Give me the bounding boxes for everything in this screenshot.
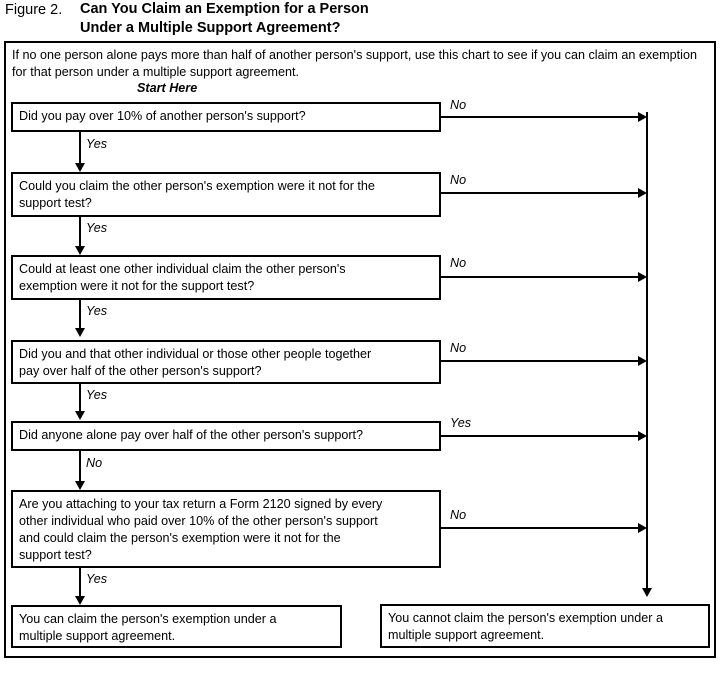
connector-q3-down [79,300,81,331]
question-box-3-text: Could at least one other individual clai… [19,262,346,293]
question-box-5-text: Did anyone alone pay over half of the ot… [19,428,364,442]
arrowhead-q2-right [638,188,647,198]
figure-title: Can You Claim an Exemption for a Person … [80,1,369,36]
question-box-6[interactable]: Are you attaching to your tax return a F… [11,490,441,568]
edge-label-q4-right: No [450,341,467,355]
connector-q1-down [79,132,81,166]
edge-label-q6-down: Yes [86,572,108,586]
connector-q1-right [441,116,643,118]
connector-q2-down [79,217,81,249]
edge-label-q4-down: Yes [86,388,108,402]
question-box-4[interactable]: Did you and that other individual or tho… [11,340,441,384]
arrowhead-q2-down [75,246,85,255]
question-box-6-text: Are you attaching to your tax return a F… [19,497,383,562]
edge-label-q5-right: Yes [450,416,472,430]
arrowhead-q6-down [75,596,85,605]
intro-paragraph: If no one person alone pays more than ha… [12,48,697,79]
question-box-3[interactable]: Could at least one other individual clai… [11,255,441,300]
connector-q4-down [79,384,81,413]
connector-q2-right [441,192,643,194]
outcome-box-can-claim-text: You can claim the person's exemption und… [19,612,277,643]
arrowhead-q4-right [638,356,647,366]
arrowhead-spine-down [642,588,652,597]
arrowhead-q1-right [638,112,647,122]
edge-label-q1-down: Yes [86,137,108,151]
start-here-label: Start Here [137,81,198,95]
outcome-box-can-claim[interactable]: You can claim the person's exemption und… [11,605,342,648]
question-box-2-text: Could you claim the other person's exemp… [19,179,375,210]
outcome-box-cannot-claim-text: You cannot claim the person's exemption … [388,611,663,642]
connector-q5-down [79,451,81,484]
question-box-1[interactable]: Did you pay over 10% of another person's… [11,102,441,132]
edge-label-q6-right: No [450,508,467,522]
question-box-1-text: Did you pay over 10% of another person's… [19,109,306,123]
edge-label-q2-right: No [450,173,467,187]
figure-label: Figure 2. [5,2,63,18]
arrowhead-q3-down [75,328,85,337]
question-box-2[interactable]: Could you claim the other person's exemp… [11,172,441,217]
connector-spine-vertical [646,112,648,590]
arrowhead-q5-down [75,481,85,490]
edge-label-q5-down: No [86,456,103,470]
edge-label-q3-down: Yes [86,304,108,318]
arrowhead-q4-down [75,411,85,420]
edge-label-q2-down: Yes [86,221,108,235]
outcome-box-cannot-claim[interactable]: You cannot claim the person's exemption … [380,604,710,648]
arrowhead-q3-right [638,272,647,282]
connector-q5-right [441,435,643,437]
question-box-4-text: Did you and that other individual or tho… [19,347,372,378]
connector-q4-right [441,360,643,362]
arrowhead-q6-right [638,523,647,533]
connector-q6-down [79,568,81,599]
arrowhead-q1-down [75,163,85,172]
connector-q3-right [441,276,643,278]
question-box-5[interactable]: Did anyone alone pay over half of the ot… [11,421,441,451]
arrowhead-q5-right [638,431,647,441]
edge-label-q1-right: No [450,98,467,112]
connector-q6-right [441,527,643,529]
edge-label-q3-right: No [450,256,467,270]
